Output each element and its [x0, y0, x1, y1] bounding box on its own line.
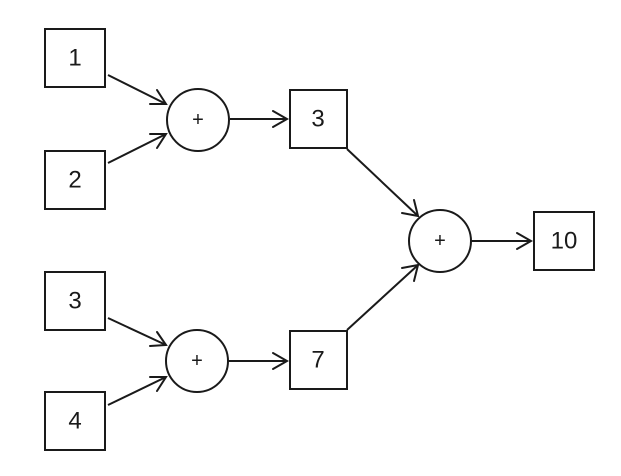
plus-operator-c-label: +	[434, 230, 446, 252]
edge-plus-a-to-sum-3	[230, 110, 290, 128]
input-node-2-label: 2	[68, 167, 81, 194]
sum-node-7-label: 7	[311, 347, 324, 374]
plus-operator-c: +	[408, 209, 472, 273]
edge-plus-c-to-output	[470, 232, 534, 250]
input-node-2: 2	[44, 150, 106, 210]
sum-node-3: 3	[289, 89, 348, 149]
edge-sum-3-to-plus-c	[346, 148, 420, 218]
output-node-10: 10	[533, 211, 595, 271]
input-node-3: 3	[44, 271, 106, 331]
plus-operator-b: +	[165, 329, 229, 393]
edge-sum-7-to-plus-c	[346, 263, 420, 331]
input-node-1-label: 1	[68, 45, 81, 72]
edge-input-4-to-plus-b	[107, 376, 168, 406]
edge-plus-b-to-sum-7	[228, 352, 290, 370]
plus-operator-a-label: +	[192, 109, 204, 131]
input-node-3-label: 3	[68, 288, 81, 315]
output-node-10-label: 10	[551, 228, 578, 255]
input-node-4-label: 4	[68, 408, 81, 435]
edges	[107, 74, 534, 406]
plus-operator-b-label: +	[191, 350, 203, 372]
sum-node-7: 7	[289, 330, 348, 390]
input-node-1: 1	[44, 28, 106, 88]
plus-operator-a: +	[166, 88, 230, 152]
edge-input-3-to-plus-b	[107, 317, 168, 347]
sum-node-3-label: 3	[311, 106, 324, 133]
input-node-4: 4	[44, 391, 106, 451]
edge-input-2-to-plus-a	[107, 133, 168, 164]
edge-input-1-to-plus-a	[107, 74, 168, 105]
